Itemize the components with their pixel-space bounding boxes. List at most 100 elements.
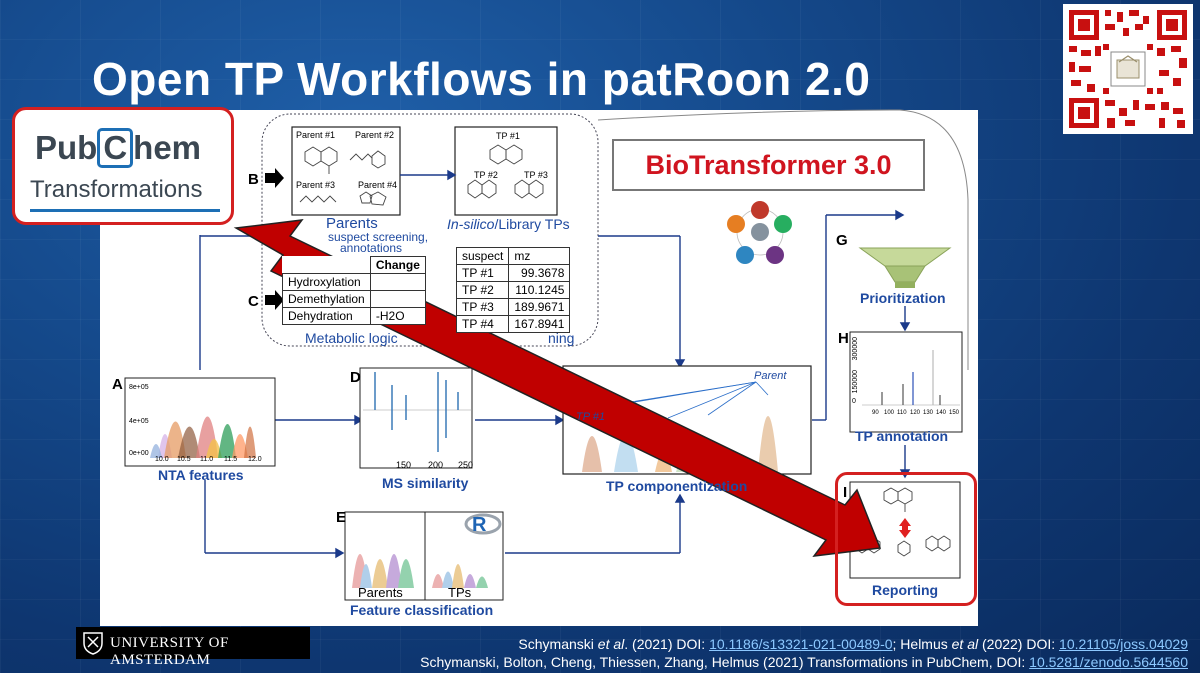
nta-y-tick: 8e+05: [129, 384, 149, 391]
ms-chart-frame: [359, 367, 473, 469]
funnel-icon: [858, 247, 952, 288]
ms-x-tick: 200: [428, 460, 444, 470]
parents-caption: Parents: [326, 215, 378, 232]
parent-peak-label: Parent: [754, 370, 787, 382]
reporting-highlight: [835, 472, 977, 606]
tpa-x-tick: 90: [872, 410, 879, 416]
tp-label-3: TP #3: [524, 170, 548, 180]
input-group-border: [261, 113, 599, 347]
table-cell: Demethylation: [282, 290, 371, 308]
tp-label-2: TP #2: [474, 170, 498, 180]
tpa-x-tick: 150: [949, 410, 960, 416]
table-cell: 189.9671: [508, 298, 571, 316]
parent-label-4: Parent #4: [358, 180, 398, 190]
biotransformer-label: BioTransformer 3.0: [645, 150, 892, 180]
step-letter-i: I: [843, 484, 848, 501]
biotransformer-label-box: BioTransformer 3.0: [612, 139, 925, 191]
tpa-x-tick: 110: [897, 410, 907, 416]
metabolic-table: Change Hydroxylation Demethylation Dehyd…: [282, 256, 427, 325]
table-cell: TP #1: [455, 264, 510, 282]
doi-link-1[interactable]: 10.1186/s13321-021-00489-0: [709, 636, 893, 652]
tp1-peak-label: TP #1: [576, 411, 605, 423]
step-letter-h: H: [838, 330, 849, 347]
qr-code[interactable]: [1063, 4, 1193, 134]
uva-crest-icon: [83, 632, 103, 655]
tp-comp-caption: TP componentization: [606, 478, 748, 494]
nta-x-tick: 10.5: [177, 456, 191, 463]
tp-library-caption: In-silico/Library TPs: [447, 216, 570, 232]
step-letter-e: E: [336, 509, 347, 526]
doi-link-2[interactable]: 10.21105/joss.04029: [1059, 636, 1188, 652]
feedback-curve: [597, 109, 969, 370]
table-cell: 167.8941: [508, 315, 571, 333]
doi-link-3[interactable]: 10.5281/zenodo.5644560: [1029, 654, 1188, 670]
r-logo-icon: [464, 513, 502, 535]
tp-structures-box: [454, 126, 558, 216]
university-name: UNIVERSITY OF AMSTERDAM: [110, 635, 229, 668]
tp-annotation-caption: TP annotation: [855, 428, 949, 444]
table-cell: TP #3: [455, 298, 510, 316]
ms-x-tick: 250: [458, 460, 474, 470]
nta-peaks: [150, 416, 256, 458]
tpa-x-tick: 140: [936, 410, 947, 416]
mz-header: mz: [508, 247, 571, 265]
table-cell: [369, 273, 427, 291]
table-cell: [369, 290, 427, 308]
tpa-x-tick: 130: [923, 410, 934, 416]
tp-label-1: TP #1: [496, 131, 520, 141]
parents-label: Parents: [358, 585, 403, 600]
biotransformer-cycle-icon: [727, 201, 792, 264]
pubchem-underline: [30, 209, 220, 212]
tpa-x-tick: 120: [910, 410, 921, 416]
university-logo[interactable]: UNIVERSITY OF AMSTERDAM: [76, 627, 310, 668]
nta-x-tick: 10.0: [155, 456, 169, 463]
r-letter: R: [472, 514, 487, 536]
parents-subcaption-1: suspect screening,: [328, 230, 429, 244]
step-letter-c: C: [248, 293, 259, 310]
tp-annotation-frame: [849, 331, 963, 433]
citation-line-1: Schymanski et al. (2021) DOI: 10.1186/s1…: [518, 636, 1188, 652]
nta-x-tick: 11.5: [224, 456, 238, 463]
tps-label: TPs: [448, 585, 472, 600]
ms-x-tick: 150: [396, 460, 412, 470]
feature-class-caption: Feature classification: [350, 602, 494, 618]
tpa-x-tick: 100: [884, 410, 895, 416]
reporting-caption: Reporting: [872, 582, 939, 598]
double-arrow-icon: [899, 518, 911, 538]
metabolic-logic-caption: Metabolic logic: [305, 330, 398, 346]
step-letter-g: G: [836, 232, 848, 249]
tpa-y-tick: 0: [852, 398, 856, 405]
change-header: Change: [369, 256, 427, 274]
step-letter-d: D: [350, 369, 361, 386]
nta-y-tick: 4e+05: [129, 418, 149, 425]
table-cell: TP #4: [455, 315, 510, 333]
parent-label-2: Parent #2: [355, 130, 395, 140]
table-cell: -H2O: [369, 307, 427, 325]
table-cell: Dehydration: [282, 307, 371, 325]
suspect-header: suspect: [455, 247, 510, 265]
tpa-y-tick: 300000: [852, 337, 859, 361]
parents-subcaption-2: annotations: [340, 241, 403, 255]
citation-line-2: Schymanski, Bolton, Cheng, Thiessen, Zha…: [420, 654, 1188, 670]
ms-caption: MS similarity: [382, 475, 469, 491]
nta-x-tick: 11.0: [200, 456, 214, 463]
nta-caption: NTA features: [158, 467, 244, 483]
step-letter-b: B: [248, 171, 259, 188]
table-cell: TP #2: [455, 281, 510, 299]
slide-title: Open TP Workflows in patRoon 2.0: [92, 53, 871, 105]
step-letter-a: A: [112, 376, 123, 393]
nta-x-tick: 12.0: [248, 456, 262, 463]
tpa-y-tick: 150000: [852, 370, 859, 394]
parent-label-3: Parent #3: [296, 180, 336, 190]
suspect-screening-caption: ning: [548, 330, 575, 346]
prioritization-caption: Prioritization: [860, 290, 946, 306]
table-cell: Hydroxylation: [282, 273, 371, 291]
parent-label-1: Parent #1: [296, 130, 336, 140]
pubchem-subtitle: Transformations: [30, 176, 203, 203]
nta-y-tick: 0e+00: [129, 450, 149, 457]
table-cell: 110.1245: [508, 281, 571, 299]
